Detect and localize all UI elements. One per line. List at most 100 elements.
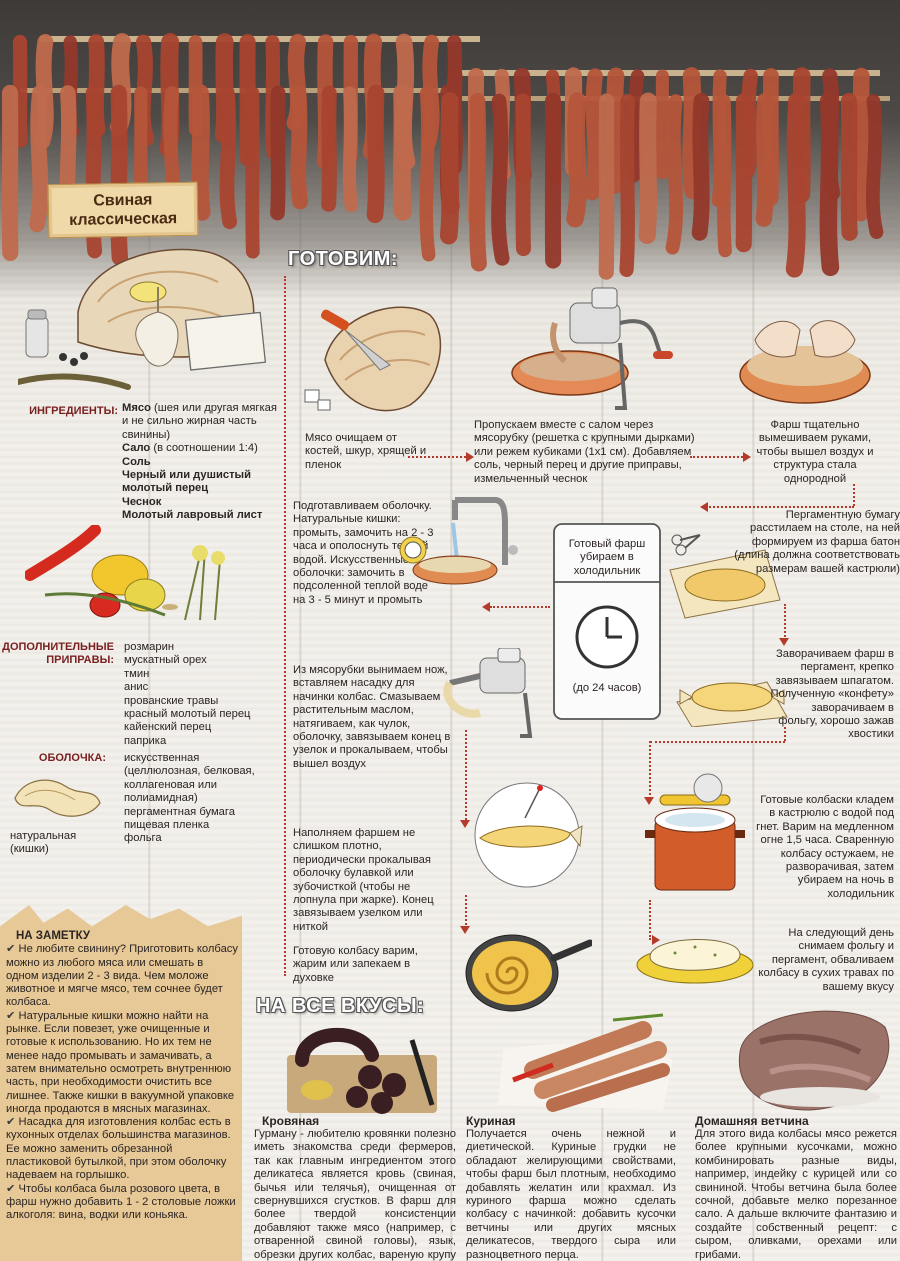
arrow-right-icon: [743, 452, 751, 462]
note-item: ✔ Не любите свинину? Приготовить колбасу…: [6, 943, 238, 1009]
sausage-shape: [469, 93, 487, 272]
note-item: ✔ Насадка для изготовления колбас есть в…: [6, 1116, 231, 1182]
step7-wrapped-sausage-image: [676, 681, 788, 727]
sausage-shape: [245, 86, 260, 259]
casing-list: искусственная (целлюлозная, белковая, ко…: [124, 752, 289, 846]
sausage-shape: [290, 85, 309, 210]
flow-line-11: [649, 900, 651, 940]
spices-list: розмарин мускатный орех тмин анис прован…: [124, 641, 289, 748]
natural-casing-caption: натуральная (кишки): [10, 830, 77, 856]
step11-finished-sausage-image: [636, 939, 754, 984]
variant-ham: Домашняя ветчина Для этого вида колбасы …: [695, 1114, 897, 1261]
sausage-shape: [619, 93, 635, 277]
sausage-shape: [29, 85, 49, 233]
note-heading: НА ЗАМЕТКУ: [16, 930, 91, 942]
ingredient-item: Мясо (шея или другая мягкая и не сильно …: [122, 402, 277, 441]
step3-mixing-image: [739, 320, 871, 404]
sausage-shape: [491, 93, 510, 266]
sausage-shape: [219, 85, 238, 230]
sausage-shape: [110, 84, 129, 266]
sausage-shape: [566, 92, 587, 228]
step1-text: Мясо очищаем от костей, шкур, хрящей и п…: [305, 432, 427, 471]
checkmark-icon: ✔: [6, 1182, 19, 1195]
flow-line-left: [284, 276, 286, 976]
spice-item: паприка: [124, 734, 167, 747]
casing-item: полиамидная): [124, 792, 198, 805]
step9-text: Готовые колбаски кладем в кастрюлю с вод…: [756, 794, 894, 900]
step9-pot-image: [645, 773, 745, 891]
ingredient-item: Черный или душистый молотый перец: [122, 469, 251, 495]
step2-meat-grinder-image: [511, 287, 673, 410]
sausage-shape: [665, 94, 684, 255]
casing-label: ОБОЛОЧКА:: [38, 752, 106, 764]
spice-item: розмарин: [124, 641, 175, 653]
sausage-shape: [717, 94, 732, 258]
recipe-title-badge: Свиная классическая: [47, 181, 199, 239]
spice-item: анис: [124, 681, 149, 694]
step6-text: Из мясорубки вынимаем нож, вставляем нас…: [293, 664, 451, 770]
flow-line-8: [649, 741, 651, 799]
sausage-shape: [366, 84, 385, 224]
checkmark-icon: ✔: [6, 1116, 19, 1129]
sausage-shape: [691, 93, 710, 241]
fridge-top-text: Готовый фарш убираем в холодильник: [568, 538, 646, 577]
checkmark-icon: ✔: [6, 943, 19, 956]
note-item: ✔ Чтобы колбаса была розового цвета, в ф…: [6, 1182, 236, 1222]
sausage-shape: [584, 68, 604, 201]
fridge-bottom-text: (до 24 часов): [572, 682, 642, 694]
sausage-shape: [819, 92, 840, 277]
spice-item: кайенский перец: [124, 721, 212, 734]
step10-frying-pan-image: [465, 934, 592, 1012]
step2-text: Пропускаем вместе с салом через мясорубк…: [474, 419, 695, 485]
note-content: НА ЗАМЕТКУ ✔ Не любите свинину? Приготов…: [6, 930, 238, 1223]
step5-text: Пергаментную бумагу расстилаем на столе,…: [734, 509, 900, 575]
variant-chicken: Куриная Получается очень нежной и диетич…: [466, 1114, 676, 1261]
variant-title: Домашняя ветчина: [695, 1114, 809, 1128]
step1-meat-cutting-image: [304, 306, 442, 412]
fridge-image: [553, 523, 661, 720]
sausage-shape: [852, 67, 870, 222]
sausage-shape: [439, 92, 459, 245]
sausage-shape: [638, 92, 657, 245]
meat-ingredients-image: [18, 248, 267, 390]
flow-line-7b: [784, 727, 786, 741]
arrow-down-icon: [460, 926, 470, 934]
blood-sausage-photo: [287, 1028, 437, 1114]
step7-text: Заворачиваем фарш в пергамент, крепко за…: [770, 648, 894, 741]
spice-item: красный молотый перец: [124, 708, 251, 721]
ingredient-item: Чеснок: [122, 495, 162, 508]
spices-label: ДОПОЛНИТЕЛЬНЫЕ ПРИПРАВЫ:: [2, 641, 114, 666]
all-tastes-heading: НА ВСЕ ВКУСЫ:: [256, 995, 425, 1017]
ingredients-list: Мясо (шея или другая мягкая и не сильно …: [122, 402, 282, 523]
arrow-right-icon: [652, 935, 660, 945]
step10-text: Готовую колбасу варим, жарим или запекае…: [293, 945, 418, 984]
step4-text: Подготавливаем оболочку. Натуральные киш…: [293, 500, 434, 606]
variant-text: Гурману - любителю кровянки полезно имет…: [254, 1128, 456, 1261]
spices-image: [25, 525, 225, 621]
sausage-shape: [866, 94, 884, 239]
flow-line-9: [465, 730, 467, 824]
flow-line-5: [490, 606, 550, 608]
checkmark-icon: ✔: [6, 1009, 19, 1022]
variant-blood: Кровяная Гурману - любителю кровянки пол…: [254, 1114, 456, 1261]
arrow-down-icon: [460, 820, 470, 828]
homemade-ham-photo: [738, 1010, 890, 1111]
spice-item: мускатный орех: [124, 654, 207, 667]
spice-item: тмин: [124, 667, 150, 680]
flow-line-2: [690, 456, 746, 458]
flow-line-4: [706, 506, 854, 508]
arrow-left-icon: [700, 502, 708, 512]
cooking-heading: ГОТОВИМ:: [288, 248, 399, 270]
step6-grinder-nozzle-image: [443, 648, 533, 738]
casing-item: искусственная: [124, 752, 200, 764]
sausage-shape: [515, 93, 531, 257]
casing-item: (целлюлозная, белковая,: [124, 765, 255, 778]
sausage-shape: [840, 92, 858, 241]
note-item: ✔ Натуральные кишки можно найти на рынке…: [6, 1009, 235, 1115]
recipe-title-line1: Свиная: [93, 191, 153, 210]
step5-parchment-image: [669, 534, 781, 619]
casing-item: коллагеновая или: [124, 778, 217, 791]
variant-text: Получается очень нежной и диетической. К…: [466, 1128, 676, 1261]
ingredient-item: Сало (в соотношении 1:4): [122, 442, 258, 455]
arrow-down-icon: [644, 797, 654, 805]
